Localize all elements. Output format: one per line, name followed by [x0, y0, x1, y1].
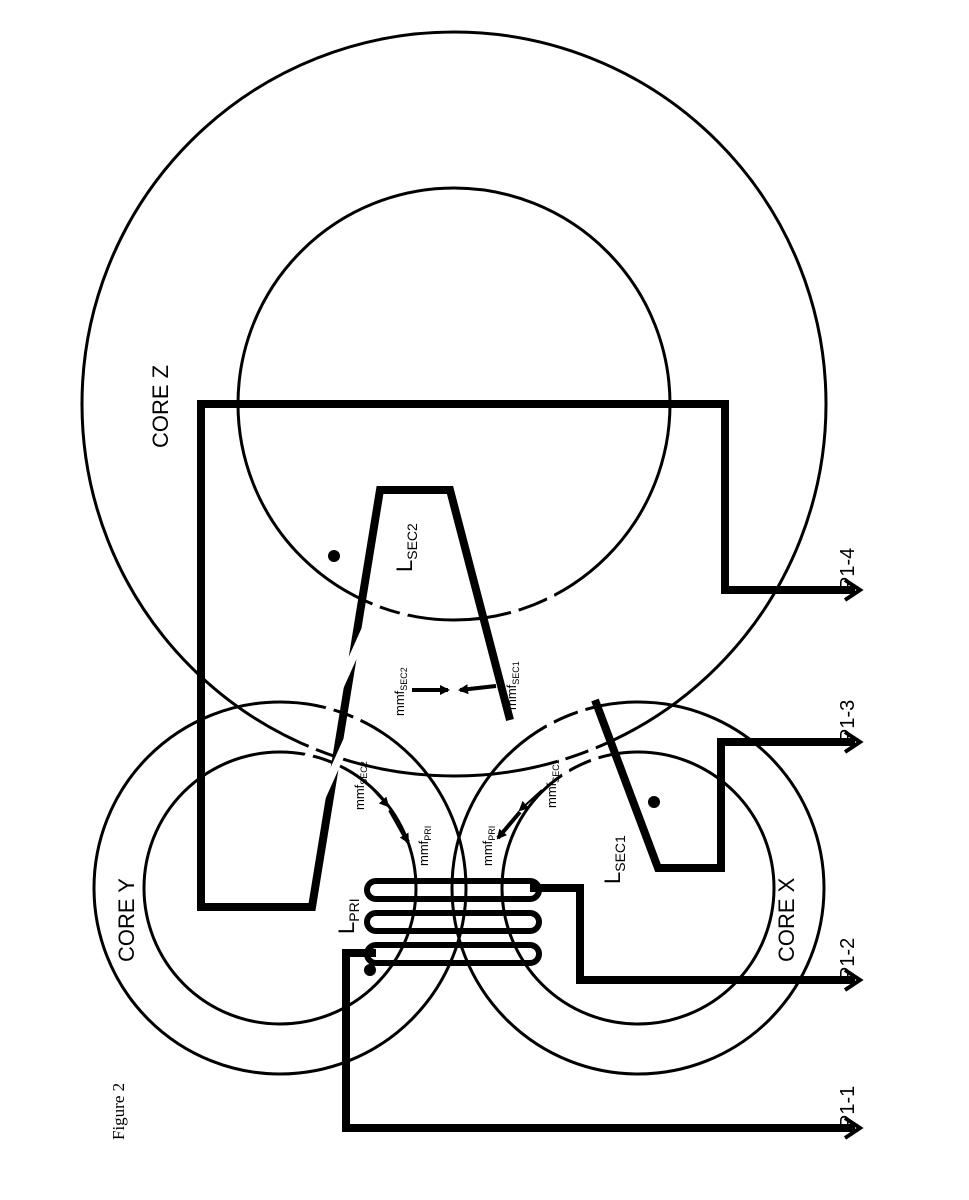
mmf-pri-y-label: mmfPRI	[416, 826, 433, 866]
core-x-inner-ring	[500, 750, 776, 1026]
core-x-label: CORE X	[774, 877, 799, 962]
mmf-sec2-z-main: mmf	[392, 690, 407, 716]
mmf-sec1-z-main: mmf	[504, 684, 519, 710]
secondary2-winding	[284, 584, 414, 814]
polarity-dot-primary	[364, 964, 376, 976]
mmf-pri-x-main: mmf	[480, 840, 495, 866]
mmf-sec2-y-main: mmf	[352, 784, 367, 810]
mmf-sec1-x-main: mmf	[544, 782, 559, 808]
mmf-sec2-arrow-y	[367, 783, 390, 808]
svg-text:mmfSEC1: mmfSEC1	[504, 661, 521, 710]
mmf-pri-x-label: mmfPRI	[480, 826, 497, 866]
secondary1-winding-label: LSEC1	[600, 835, 628, 884]
mmf-sec2-z-label: mmfSEC2	[392, 667, 409, 716]
primary-turn-2	[364, 910, 542, 934]
arrow-p1-3	[843, 730, 864, 754]
svg-text:mmfPRI: mmfPRI	[416, 826, 433, 866]
svg-text:mmfSEC2: mmfSEC2	[352, 761, 369, 810]
mmf-sec1-arrow-z	[458, 684, 497, 695]
secondary2-winding-label: LSEC2	[392, 523, 420, 572]
mmf-sec1-arrow-x	[518, 789, 543, 812]
svg-text:LSEC1: LSEC1	[600, 835, 628, 884]
mmf-sec2-z-sub: SEC2	[399, 667, 409, 691]
core-x	[450, 700, 826, 1076]
mmf-sec1-x-sub: SEC1	[551, 759, 561, 783]
sec1-label-main: L	[600, 872, 625, 884]
core-y-inner-ring	[142, 750, 418, 1026]
mmf-sec2-y-sub: SEC2	[359, 761, 369, 785]
terminal-p1-3-label: P1-3	[837, 700, 859, 742]
arrow-p1-1	[843, 1116, 864, 1140]
sec2-label-sub: SEC2	[404, 523, 420, 560]
polarity-dot-sec2	[328, 550, 340, 562]
primary-turn-3	[364, 942, 542, 966]
primary-winding-label: LPRI	[334, 898, 362, 934]
core-y-outer-ring	[92, 700, 468, 1076]
primary-label-sub: PRI	[346, 898, 362, 921]
core-z-outer-ring	[80, 30, 828, 778]
primary-label-main: L	[334, 922, 359, 934]
sec1-turn-b-inner	[542, 576, 612, 812]
mmf-sec1-z-sub: SEC1	[511, 661, 521, 685]
svg-text:LSEC2: LSEC2	[392, 523, 420, 572]
mmf-pri-arrow-y	[388, 809, 410, 844]
wire-p1-2	[530, 884, 855, 984]
sec2-label-main: L	[392, 560, 417, 572]
svg-text:mmfSEC1: mmfSEC1	[544, 759, 561, 808]
arrow-p1-4	[843, 578, 864, 602]
wire-secondary-loop	[197, 400, 855, 911]
wire-p1-1	[342, 949, 855, 1132]
sec1-label-sub: SEC1	[612, 835, 628, 872]
mmf-pri-y-main: mmf	[416, 840, 431, 866]
arrow-p1-2	[843, 968, 864, 992]
terminal-p1-4-label: P1-4	[837, 548, 859, 590]
sec1-turn-a-inner	[506, 592, 582, 816]
mmf-pri-y-sub: PRI	[423, 826, 433, 841]
secondary1-winding	[506, 576, 612, 816]
terminal-p1-1-label: P1-1	[837, 1086, 859, 1128]
sec2-turn-a-inner	[284, 584, 388, 806]
mmf-sec1-x-label: mmfSEC1	[544, 759, 561, 808]
wire-p1-3	[591, 698, 855, 872]
svg-text:mmfSEC2: mmfSEC2	[392, 667, 409, 716]
primary-turn-1	[364, 878, 542, 902]
core-y	[92, 700, 468, 1076]
mmf-sec2-y-label: mmfSEC2	[352, 761, 369, 810]
polarity-dot-sec1	[648, 796, 660, 808]
core-y-label: CORE Y	[114, 878, 139, 962]
svg-text:LPRI: LPRI	[334, 898, 362, 934]
mmf-sec1-z-label: mmfSEC1	[504, 661, 521, 710]
mmf-pri-arrow-x	[496, 810, 522, 840]
mmf-pri-x-sub: PRI	[487, 826, 497, 841]
figure-caption: Figure 2	[109, 1083, 128, 1140]
svg-text:mmfPRI: mmfPRI	[480, 826, 497, 866]
core-z-label: CORE Z	[148, 365, 173, 448]
core-x-outer-ring	[450, 700, 826, 1076]
terminal-p1-2-label: P1-2	[837, 938, 859, 980]
primary-winding	[364, 878, 542, 966]
sec2-turn-b-inner	[312, 596, 414, 814]
